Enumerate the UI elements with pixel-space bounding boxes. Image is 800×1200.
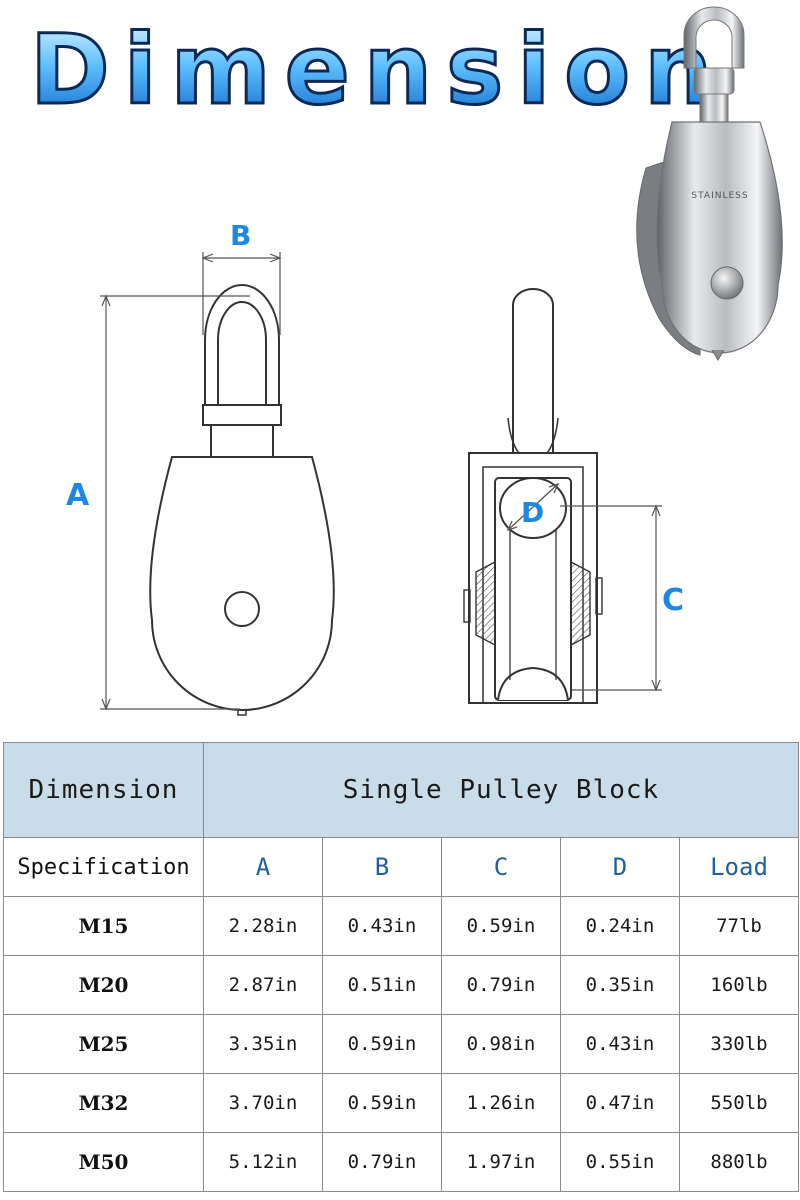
table-row: M25 3.35in 0.59in 0.98in 0.43in 330lb [3,1014,799,1074]
cell-d: 0.24in [560,896,680,956]
spec-table: Dimension Single Pulley Block Specificat… [3,742,799,1192]
front-neck [210,424,274,458]
photo-body [656,121,783,354]
cell-b: 0.59in [322,1073,442,1133]
cell-b: 0.43in [322,896,442,956]
table-row: M20 2.87in 0.51in 0.79in 0.35in 160lb [3,955,799,1015]
front-swivel-collar [202,404,282,426]
photo-axle-boss [710,266,744,300]
cell-load: 550lb [679,1073,799,1133]
photo-engraving: STAINLESS [691,191,748,201]
cell-c: 0.98in [441,1014,561,1074]
cell-a: 3.35in [203,1014,323,1074]
dimension-a [100,294,250,711]
side-hatch-left [475,560,496,647]
title-banner: Dimension [29,13,726,128]
header-dimension: Dimension [3,742,204,838]
cell-d: 0.35in [560,955,680,1015]
header-product: Single Pulley Block [203,742,799,838]
cell-model: M50 [3,1132,204,1192]
cell-load: 880lb [679,1132,799,1192]
dimension-a-label: A [66,478,90,513]
cell-d: 0.47in [560,1073,680,1133]
cell-c: 1.26in [441,1073,561,1133]
cell-load: 330lb [679,1014,799,1074]
side-shank [512,288,554,465]
photo-swivel [693,67,735,95]
cell-load: 77lb [679,896,799,956]
dimension-d [506,482,560,532]
table-row: M15 2.28in 0.43in 0.59in 0.24in 77lb [3,896,799,956]
cell-d: 0.55in [560,1132,680,1192]
cell-a: 3.70in [203,1073,323,1133]
cell-model: M15 [3,896,204,956]
cell-load: 160lb [679,955,799,1015]
side-hatch-right [570,560,591,647]
column-load: Load [679,837,799,897]
front-view [149,284,335,716]
cell-c: 0.59in [441,896,561,956]
cell-b: 0.51in [322,955,442,1015]
cell-model: M32 [3,1073,204,1133]
column-d: D [560,837,680,897]
cell-b: 0.59in [322,1014,442,1074]
front-swivel-loop [204,284,280,416]
cell-d: 0.43in [560,1014,680,1074]
table-column-row: Specification A B C D Load [3,837,799,897]
dimension-b-label: B [230,219,251,252]
side-view [463,288,603,704]
cell-a: 5.12in [203,1132,323,1192]
product-photo: STAINLESS [636,6,783,361]
dimension-c [560,504,662,692]
table-row: M50 5.12in 0.79in 1.97in 0.55in 880lb [3,1132,799,1192]
column-specification: Specification [3,837,204,897]
cell-c: 1.97in [441,1132,561,1192]
dimension-b [201,252,282,335]
column-b: B [322,837,442,897]
cell-b: 0.79in [322,1132,442,1192]
cell-model: M20 [3,955,204,1015]
side-bottom-groove [497,666,569,701]
front-axle-hole [224,591,260,627]
dimension-d-label: D [521,496,544,529]
front-body [149,456,335,711]
table-header-row: Dimension Single Pulley Block [3,742,799,838]
cell-model: M25 [3,1014,204,1074]
column-c: C [441,837,561,897]
cell-a: 2.28in [203,896,323,956]
column-a: A [203,837,323,897]
cell-c: 0.79in [441,955,561,1015]
cell-a: 2.87in [203,955,323,1015]
dimension-c-label: C [662,583,684,618]
photo-eye [683,6,745,69]
technical-drawing: A B D C [66,219,684,716]
table-row: M32 3.70in 0.59in 1.26in 0.47in 550lb [3,1073,799,1133]
page-title: Dimension [30,14,726,126]
